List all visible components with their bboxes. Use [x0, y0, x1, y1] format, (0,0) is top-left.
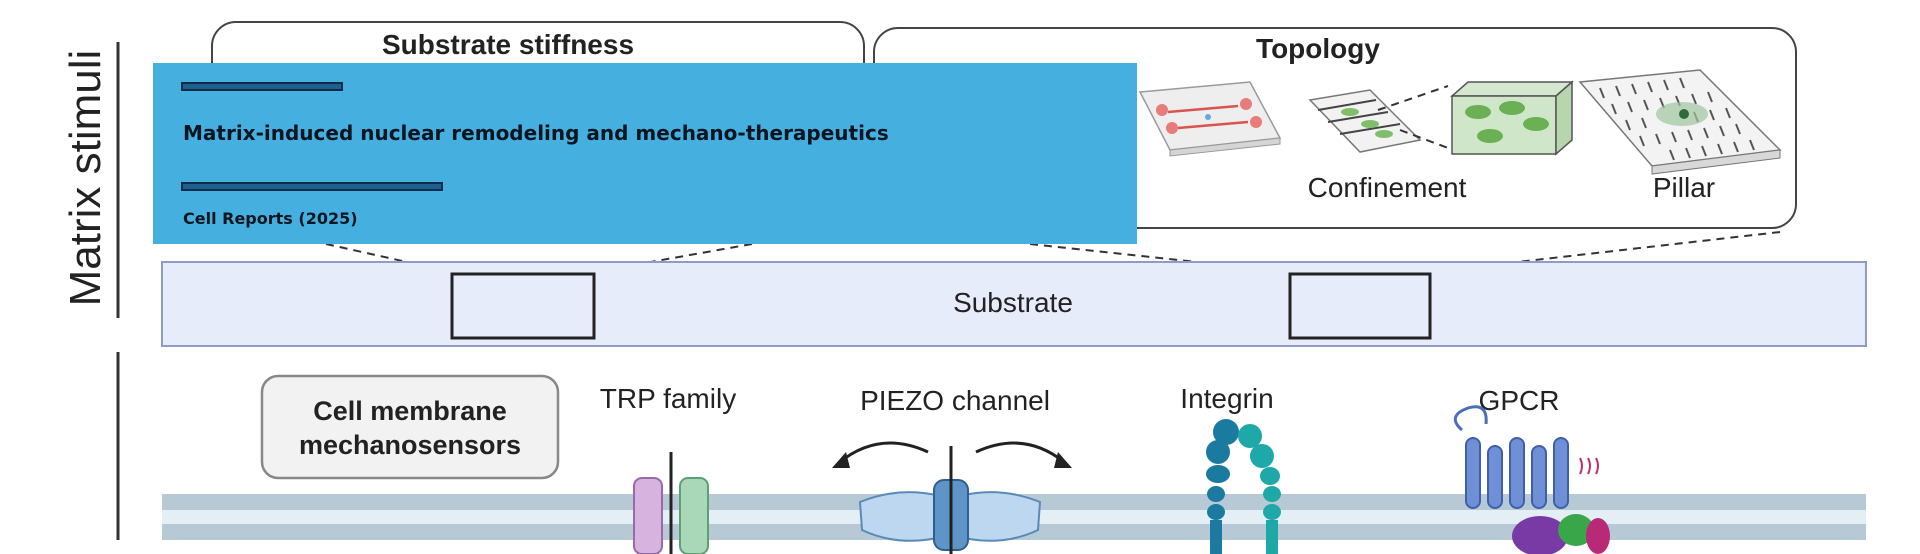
mechanosensors-box — [260, 374, 560, 480]
journal-citation: Cell Reports (2025) — [183, 209, 358, 228]
topology-zoom-box — [1288, 272, 1432, 340]
piezo-left-arrowhead — [832, 452, 850, 468]
matrix-stimuli-label: Matrix stimuli — [61, 50, 110, 307]
trp-family-label: TRP family — [600, 383, 736, 414]
piezo-right-arrowhead — [1054, 452, 1072, 468]
confinement-zoom-line-top — [1377, 85, 1449, 111]
substrate-stiffness-title: Substrate stiffness — [382, 29, 634, 60]
topology-title: Topology — [1256, 33, 1380, 64]
piezo-left-arrow — [839, 441, 929, 464]
pillar-illustration — [1578, 69, 1782, 175]
piezo-channel-label: PIEZO channel — [860, 385, 1050, 416]
pillar-label: Pillar — [1653, 172, 1715, 203]
confinement-cube-illustration — [1450, 80, 1574, 156]
mechanosensors-label-line2: mechanosensors — [299, 430, 521, 460]
confinement-channel-illustration — [1308, 89, 1422, 153]
confinement-label: Confinement — [1308, 172, 1467, 203]
gpcr-label: GPCR — [1479, 385, 1560, 416]
stiffness-zoom-box — [450, 272, 596, 340]
article-title: Matrix-induced nuclear remodeling and me… — [183, 121, 889, 145]
microfluidic-chip-illustration — [1138, 81, 1282, 157]
substrate-label: Substrate — [953, 287, 1073, 318]
piezo-right-arrow — [975, 441, 1065, 464]
banner-rule-bottom — [181, 182, 443, 191]
substrate-bar — [161, 261, 1867, 347]
banner-rule-top — [181, 82, 343, 91]
title-banner: Matrix-induced nuclear remodeling and me… — [153, 63, 1137, 244]
gpcr-illustration — [1453, 405, 1610, 554]
piezo-channel-illustration — [858, 446, 1042, 554]
trp-channel-illustration — [633, 452, 709, 554]
confinement-zoom-line-bottom — [1399, 129, 1449, 149]
integrin-illustration — [1206, 419, 1281, 554]
mechanosensors-label-line1: Cell membrane — [313, 396, 507, 426]
integrin-label: Integrin — [1180, 383, 1273, 414]
